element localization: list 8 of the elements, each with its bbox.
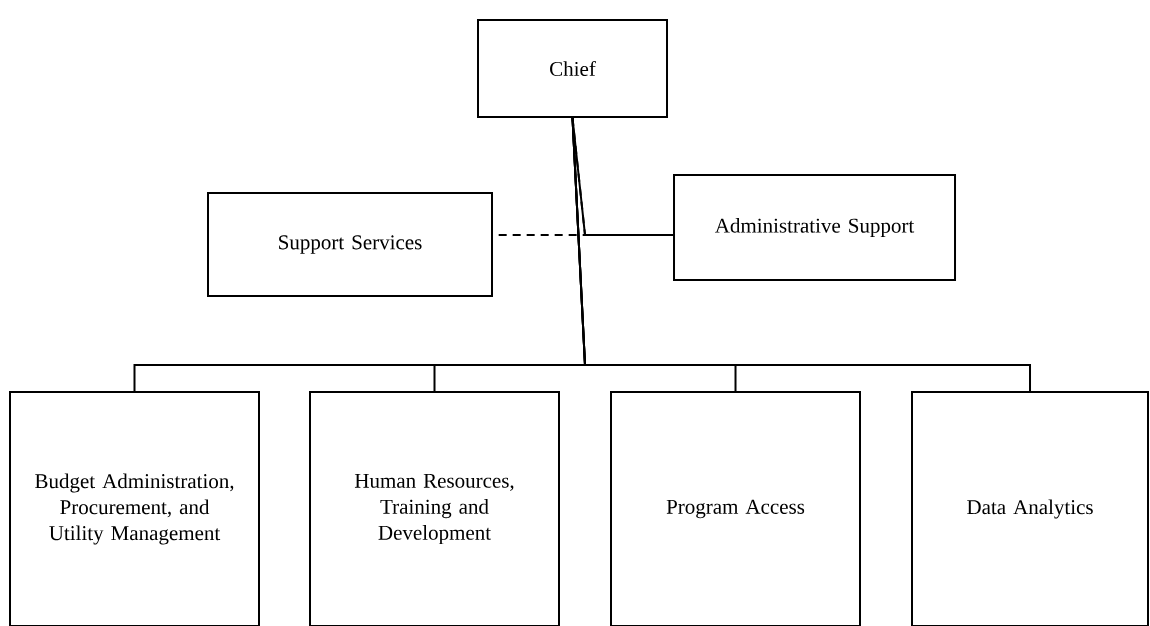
office-box: Support Services <box>207 192 493 297</box>
connector-line <box>571 117 1031 392</box>
division-box: Budget Administration, Procurement, and Utility Management <box>9 391 260 626</box>
division-box: Human Resources, Training and Development <box>309 391 560 626</box>
division-box: Program Access <box>610 391 861 626</box>
division-box: Data Analytics <box>911 391 1149 626</box>
office-box: Administrative Support <box>673 174 956 281</box>
chief-box: Chief <box>477 19 668 118</box>
